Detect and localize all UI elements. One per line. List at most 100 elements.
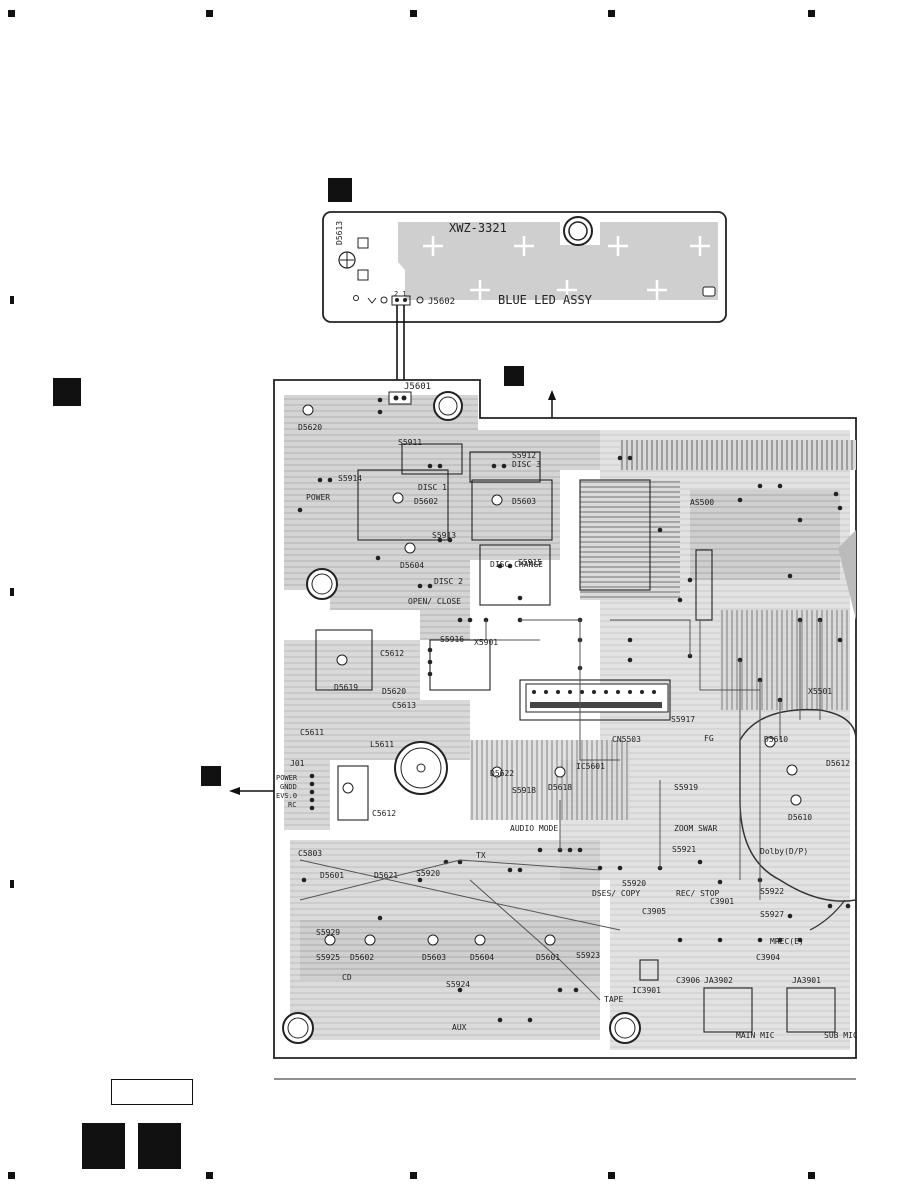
- label-s5929: S5929: [316, 928, 340, 937]
- label-sub-mic: SUB MIC: [824, 1031, 858, 1040]
- label-s5917: S5917: [671, 715, 695, 724]
- label-s5918: S5918: [512, 786, 536, 795]
- label-d5612: D5612: [826, 759, 850, 768]
- label-rec-stop: REC/ STOP: [676, 889, 720, 898]
- label-disc1: DISC 1: [418, 483, 447, 492]
- label-cd: CD: [342, 973, 352, 982]
- label-d5604: D5604: [400, 561, 424, 570]
- label-s5915: S5915: [518, 558, 542, 567]
- label-s5924: S5924: [446, 980, 470, 989]
- label-s5927: S5927: [760, 910, 784, 919]
- label-s5923: S5923: [576, 951, 600, 960]
- j5601-label: J5601: [404, 382, 431, 392]
- label-s5912: S5912: [512, 451, 536, 460]
- label-d5610b: D5610: [788, 813, 812, 822]
- label-s5911: S5911: [398, 438, 422, 447]
- label-c3905: C3905: [642, 907, 666, 916]
- label-d5601: D5601: [320, 871, 344, 880]
- blue-led-name: BLUE LED ASSY: [498, 293, 593, 307]
- label-main-mic: MAIN MIC: [736, 1031, 775, 1040]
- label-j01: J01: [290, 759, 305, 768]
- label-fg: FG: [704, 734, 714, 743]
- label-x5501: X5501: [808, 687, 832, 696]
- label-ic3901: IC3901: [632, 986, 661, 995]
- label-tx: TX: [476, 851, 486, 860]
- ref-box-arrow-left: [201, 766, 221, 786]
- main-board: J5601: [273, 379, 857, 1059]
- label-s5916: S5916: [440, 635, 464, 644]
- label-dolby: Dolby(D/P): [760, 847, 808, 856]
- label-power: POWER: [306, 493, 330, 502]
- pin-numbers: 2 1: [394, 290, 407, 298]
- label-d5622: D5622: [490, 769, 514, 778]
- label-ja3902: JA3902: [704, 976, 733, 985]
- ref-box-arrow-up: [504, 366, 524, 386]
- label-l5611: L5611: [370, 740, 394, 749]
- label-d5603: D5603: [512, 497, 536, 506]
- label-s5919: S5919: [674, 783, 698, 792]
- bottom-mark-3: [608, 1172, 615, 1179]
- label-d5601b: D5601: [536, 953, 560, 962]
- label-d5621: D5621: [374, 871, 398, 880]
- label-mrec: MREC(E): [770, 937, 804, 946]
- label-s5913: S5913: [432, 531, 456, 540]
- page-tab-1: [82, 1123, 125, 1169]
- label-c5803: C5803: [298, 849, 322, 858]
- label-s5921: S5921: [672, 845, 696, 854]
- blue-led-board: XWZ-3321 BLUE LED ASSY D5613 J5602 2 1: [322, 211, 727, 323]
- label-c5612b: C5612: [372, 809, 396, 818]
- label-c5614: C5613: [392, 701, 416, 710]
- label-c5611: C5611: [300, 728, 324, 737]
- label-s5920b: S5920: [622, 879, 646, 888]
- top-mark-3: [608, 10, 615, 17]
- top-mark-2: [410, 10, 417, 17]
- j5602-label: J5602: [428, 297, 455, 307]
- left-edge-tick-c: [10, 880, 14, 888]
- label-s5914: S5914: [338, 474, 362, 483]
- label-d5602: D5602: [414, 497, 438, 506]
- label-d5603b: D5603: [422, 953, 446, 962]
- label-aux: AUX: [452, 1023, 467, 1032]
- top-left-corner-mark: [8, 10, 15, 17]
- label-d5619: D5619: [334, 683, 358, 692]
- label-x5901: X5901: [474, 638, 498, 647]
- label-c3906: C3906: [676, 976, 700, 985]
- label-d5604b: D5604: [470, 953, 494, 962]
- label-as500: AS500: [690, 498, 714, 507]
- bottom-mark-1: [206, 1172, 213, 1179]
- label-s5920: S5920: [416, 869, 440, 878]
- label-conn-rc: RC: [288, 801, 296, 809]
- label-d5610: D5610: [764, 735, 788, 744]
- bottom-mark-2: [410, 1172, 417, 1179]
- ref-box-top: [328, 178, 352, 202]
- top-mark-1: [206, 10, 213, 17]
- label-conn-power: POWER: [276, 774, 298, 782]
- label-d5618: D5618: [548, 783, 572, 792]
- left-edge-tick-b: [10, 588, 14, 596]
- label-audio-mode: AUDIO MODE: [510, 824, 558, 833]
- label-s5925: S5925: [316, 953, 340, 962]
- label-dses: DSES/ COPY: [592, 889, 640, 898]
- bottom-right-mark: [808, 1172, 815, 1179]
- label-s5922: S5922: [760, 887, 784, 896]
- label-ja3901: JA3901: [792, 976, 821, 985]
- label-tape: TAPE: [604, 995, 623, 1004]
- page-tab-2: [138, 1123, 181, 1169]
- label-d5620b: D5620: [382, 687, 406, 696]
- left-edge-tick-a: [10, 296, 14, 304]
- label-disc2: DISC 2: [434, 577, 463, 586]
- bottom-left-corner-mark: [8, 1172, 15, 1179]
- d5613-label: D5613: [335, 221, 344, 245]
- label-d5602b: D5602: [350, 953, 374, 962]
- label-cn5503: CN5503: [612, 735, 641, 744]
- label-d5620: D5620: [298, 423, 322, 432]
- label-open-close: OPEN/ CLOSE: [408, 597, 461, 606]
- label-ic5601: IC5601: [576, 762, 605, 771]
- label-c5612: C5612: [380, 649, 404, 658]
- label-conn-evs: EVS.0: [276, 792, 297, 800]
- label-zoom: ZOOM SWAR: [674, 824, 718, 833]
- label-disc3: DISC 3: [512, 460, 541, 469]
- label-c3904: C3904: [756, 953, 780, 962]
- label-disc-change: DISC CHANGE: [490, 560, 543, 569]
